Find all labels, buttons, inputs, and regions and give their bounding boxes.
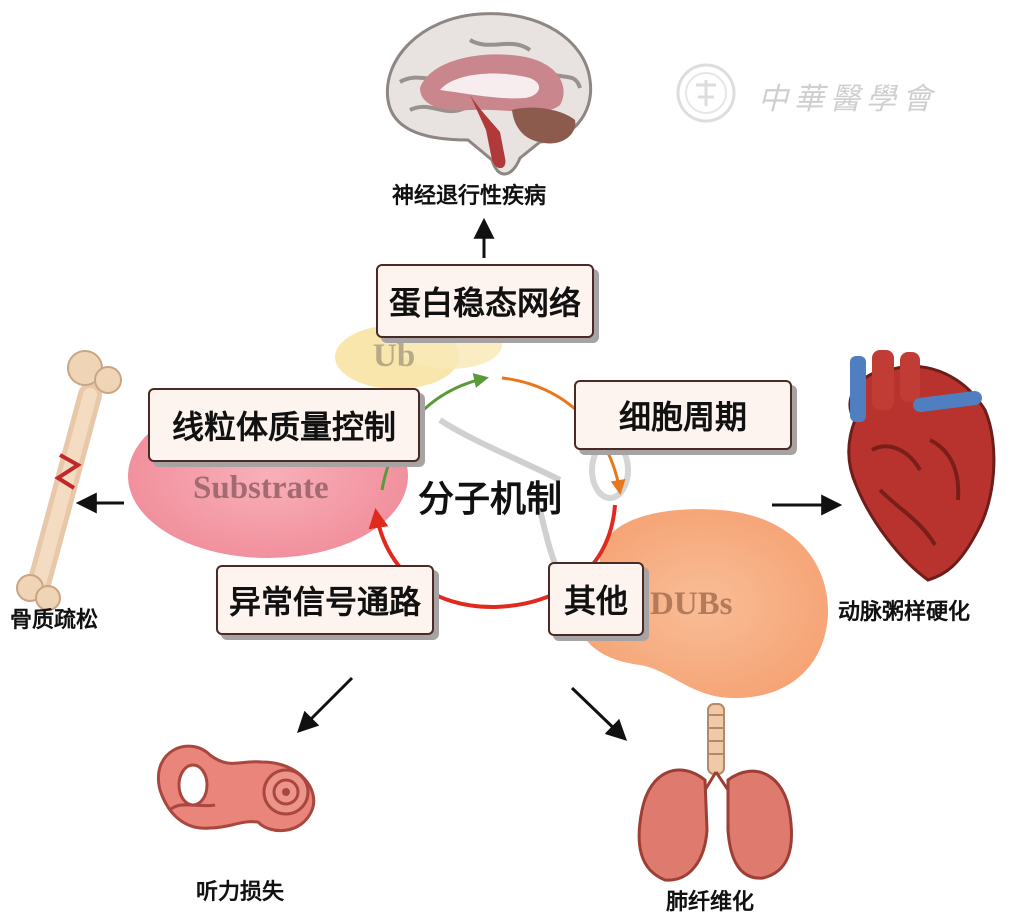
mechanism-mitochondria-box: 线粒体质量控制 <box>148 388 420 462</box>
bone-icon <box>16 350 122 611</box>
ear-icon <box>156 744 316 833</box>
dubs-blob <box>577 509 829 699</box>
substrate-label: Substrate <box>193 470 329 506</box>
lungs-icon <box>637 703 794 882</box>
cycle-arrow-red <box>368 504 617 610</box>
arrow-to-fibrosis <box>570 686 628 741</box>
mechanism-mitochondria-label: 线粒体质量控制 <box>171 408 396 446</box>
mechanism-proteostasis-box: 蛋白稳态网络 <box>376 264 594 338</box>
ub-label: Ub <box>373 338 416 374</box>
mechanism-other-box: 其他 <box>548 562 644 636</box>
mechanism-signaling-label: 异常信号通路 <box>228 583 421 621</box>
disease-atherosclerosis-label: 动脉粥样硬化 <box>838 600 971 625</box>
disease-fibrosis-label: 肺纤维化 <box>666 890 755 915</box>
mechanism-other-label: 其他 <box>563 582 628 620</box>
disease-neuro-label: 神经退行性疾病 <box>392 184 547 209</box>
watermark-seal <box>676 63 736 123</box>
mechanism-proteostasis-label: 蛋白稳态网络 <box>388 284 581 322</box>
dubs-label: DUBs <box>650 586 733 622</box>
disease-hearing-label: 听力损失 <box>196 880 285 905</box>
arrow-to-hearing <box>297 676 354 733</box>
watermark-text: 中華醫學會 <box>758 82 938 117</box>
disease-osteoporosis-label: 骨质疏松 <box>10 608 99 633</box>
heart-icon <box>847 350 996 582</box>
mechanism-cell-cycle-box: 细胞周期 <box>574 380 792 450</box>
brain-icon <box>385 12 593 176</box>
center-title: 分子机制 <box>418 479 563 520</box>
mechanism-cell-cycle-label: 细胞周期 <box>618 398 747 436</box>
mechanism-signaling-box: 异常信号通路 <box>216 565 434 635</box>
